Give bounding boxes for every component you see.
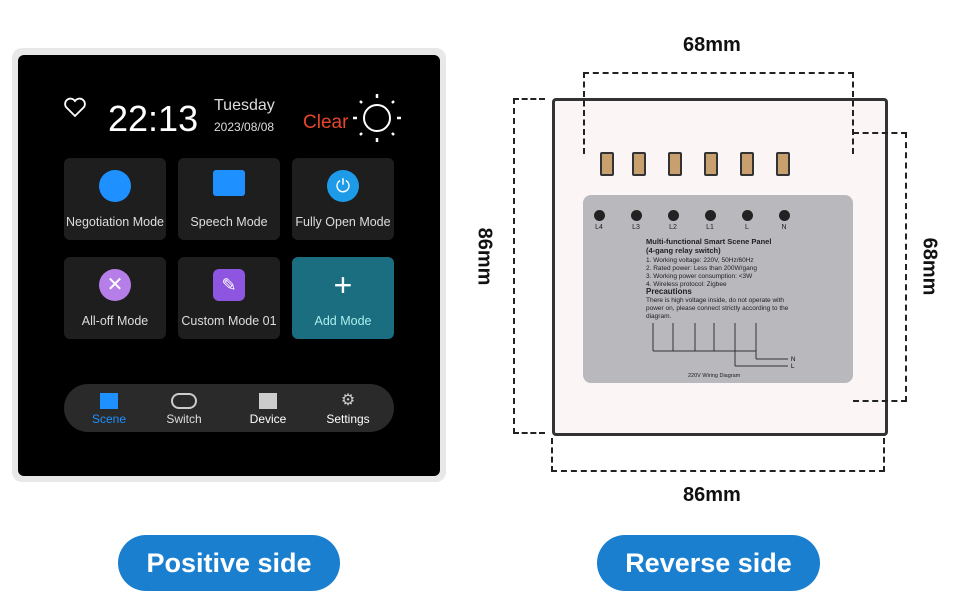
edit-pencil-icon: ✎ bbox=[213, 269, 245, 301]
date: 2023/08/08 bbox=[214, 120, 275, 134]
toggle-icon bbox=[171, 393, 197, 409]
terminal: L1 bbox=[700, 207, 720, 231]
dimension-line-left bbox=[513, 98, 545, 434]
terminal: N bbox=[774, 207, 794, 231]
bottom-nav: Scene Switch Device ⚙ Settings bbox=[64, 384, 394, 432]
clock-time: 22:13 bbox=[108, 98, 199, 139]
close-circle-icon: ✕ bbox=[99, 269, 131, 301]
wire-n-label: N bbox=[791, 357, 795, 363]
terminal-slot bbox=[600, 152, 614, 176]
dimension-line-top bbox=[583, 72, 854, 154]
heart-icon[interactable] bbox=[63, 96, 87, 118]
terminal-slot bbox=[632, 152, 646, 176]
mode-label: Custom Mode 01 bbox=[181, 314, 277, 328]
precautions-text: There is high voltage inside, do not ope… bbox=[646, 297, 789, 320]
dimension-bottom: 86mm bbox=[683, 484, 741, 506]
plus-icon: + bbox=[333, 267, 353, 303]
dimension-line-right bbox=[853, 132, 907, 402]
nav-label: Scene bbox=[91, 412, 127, 426]
wire-l-label: L bbox=[791, 364, 795, 370]
chat-bubbles-icon bbox=[99, 170, 131, 202]
mode-label: Add Mode bbox=[314, 314, 372, 328]
mode-label: Speech Mode bbox=[190, 215, 268, 229]
dimension-top: 68mm bbox=[683, 34, 741, 56]
terminal: L2 bbox=[663, 207, 683, 231]
nav-switch[interactable]: Switch bbox=[149, 384, 219, 426]
precautions-title: Precautions bbox=[646, 287, 692, 296]
mode-fully-open[interactable]: ⏻ Fully Open Mode bbox=[292, 158, 394, 240]
mode-speech[interactable]: Speech Mode bbox=[178, 158, 280, 240]
positive-side-button[interactable]: Positive side bbox=[118, 535, 340, 591]
spec-label: L4 L3 L2 L1 L N Multi-functional Smart S… bbox=[583, 195, 853, 383]
terminal-slot bbox=[740, 152, 754, 176]
add-mode-button[interactable]: + Add Mode bbox=[292, 257, 394, 339]
mode-all-off[interactable]: ✕ All-off Mode bbox=[64, 257, 166, 339]
terminal: L4 bbox=[589, 207, 609, 231]
wiring-diagram: NL bbox=[652, 323, 795, 370]
mode-label: All-off Mode bbox=[81, 314, 149, 328]
dimension-line-bottom bbox=[551, 438, 885, 472]
device-icon bbox=[259, 393, 277, 409]
grid-icon bbox=[100, 393, 118, 409]
weekday: Tuesday bbox=[214, 97, 275, 114]
dimension-left: 86mm bbox=[473, 227, 496, 286]
terminal-slot bbox=[668, 152, 682, 176]
mode-label: Fully Open Mode bbox=[295, 215, 391, 229]
nav-label: Switch bbox=[166, 412, 202, 426]
terminal-slot bbox=[704, 152, 718, 176]
diagram-caption: 220V Wiring Diagram bbox=[688, 373, 741, 379]
mode-custom-01[interactable]: ✎ Custom Mode 01 bbox=[178, 257, 280, 339]
nav-label: Device bbox=[249, 412, 287, 426]
sun-icon bbox=[353, 94, 401, 142]
reverse-side-button[interactable]: Reverse side bbox=[597, 535, 820, 591]
nav-scene[interactable]: Scene bbox=[74, 384, 144, 426]
mode-label: Negotiation Mode bbox=[66, 215, 164, 229]
presentation-board-icon bbox=[213, 170, 245, 196]
terminal: L bbox=[737, 207, 757, 231]
label-title: Multi-functional Smart Scene Panel(4-gan… bbox=[646, 237, 772, 255]
terminal: L3 bbox=[626, 207, 646, 231]
dimension-right: 68mm bbox=[918, 237, 941, 296]
power-icon: ⏻ bbox=[327, 170, 359, 202]
nav-settings[interactable]: ⚙ Settings bbox=[313, 384, 383, 427]
gear-icon: ⚙ bbox=[340, 392, 356, 409]
nav-device[interactable]: Device bbox=[233, 384, 303, 426]
terminal-slot bbox=[776, 152, 790, 176]
mode-negotiation[interactable]: Negotiation Mode bbox=[64, 158, 166, 240]
weather-text: Clear bbox=[303, 112, 349, 133]
nav-label: Settings bbox=[326, 412, 370, 426]
